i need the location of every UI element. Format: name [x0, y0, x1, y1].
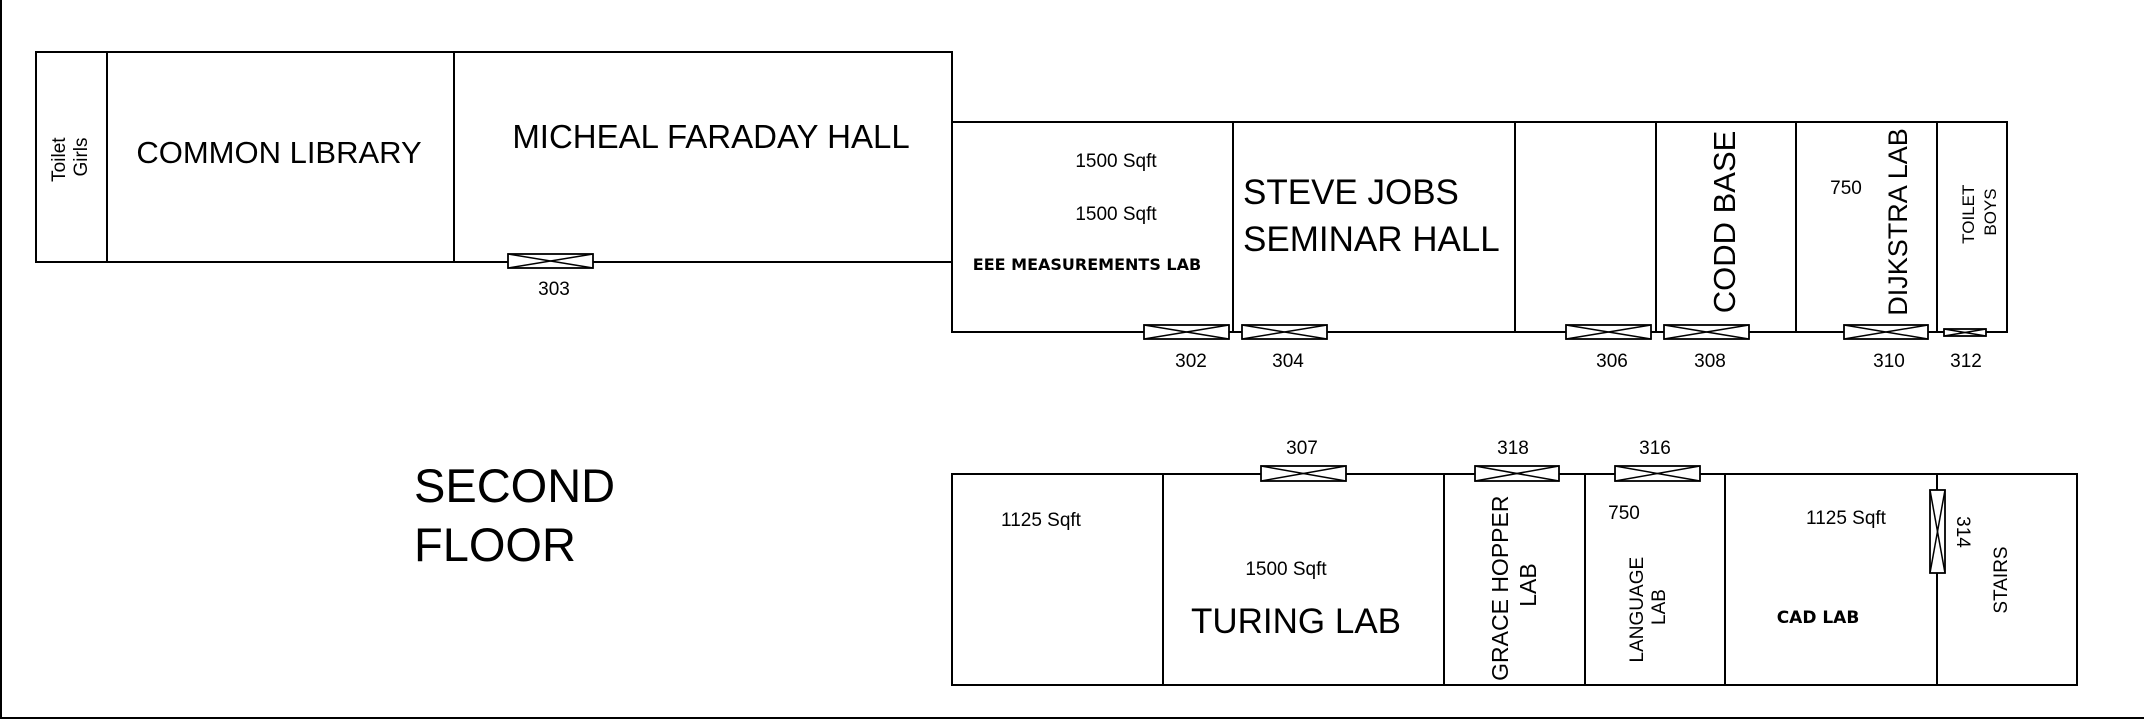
north-west-block [35, 51, 953, 263]
dijkstra-lab-area: 750 [1830, 178, 1862, 199]
svg-text:LANGUAGE LAB: LANGUAGE LAB [1627, 552, 1670, 663]
door-310-number: 310 [1873, 351, 1905, 372]
door-316 [1614, 465, 1701, 482]
door-308-number: 308 [1694, 351, 1726, 372]
door-302-number: 302 [1175, 351, 1207, 372]
grace-hopper-lab-room: GRACE HOPPER LAB [1487, 489, 1541, 681]
door-312-number: 312 [1950, 351, 1982, 372]
eee-lab-area-1: 1500 Sqft [1075, 151, 1157, 172]
faraday-hall-label: MICHEAL FARADAY HALL [512, 118, 909, 155]
language-lab-area: 750 [1608, 503, 1640, 524]
north-east-block [951, 121, 2008, 333]
door-318 [1474, 465, 1560, 482]
door-314 [1929, 489, 1946, 574]
dijkstra-lab-room: 750 DIJKSTRA LAB [1830, 128, 1913, 316]
floor-title: SECOND FLOOR [414, 459, 615, 571]
door-306-number: 306 [1596, 351, 1628, 372]
floor-title-line-1: SECOND [414, 459, 615, 512]
door-310 [1843, 324, 1929, 340]
door-303-number: 303 [538, 279, 570, 300]
grace-hopper-label-1: GRACE HOPPER [1487, 496, 1513, 681]
door-303 [507, 253, 594, 269]
south-west-room-area: 1125 Sqft [1001, 510, 1082, 531]
door-307 [1260, 465, 1347, 482]
door-312 [1943, 328, 1987, 337]
toilet-boys-room: TOILET BOYS [1959, 180, 2000, 244]
dijkstra-lab-name: DIJKSTRA LAB [1883, 128, 1913, 316]
door-308 [1663, 324, 1750, 340]
toilet-boys-label-1: TOILET [1959, 185, 1978, 244]
floor-title-line-2: FLOOR [414, 518, 576, 571]
south-block [951, 473, 2078, 686]
svg-text:GRACE HOPPER LAB: GRACE HOPPER LAB [1487, 489, 1541, 681]
eee-lab-area-2: 1500 Sqft [1075, 204, 1157, 225]
door-306 [1565, 324, 1652, 340]
turing-lab-room: 1500 Sqft TURING LAB [1191, 559, 1401, 641]
svg-text:TOILET BOYS: TOILET BOYS [1959, 180, 2000, 244]
svg-text:Toilet Girls: Toilet Girls [49, 132, 92, 182]
turing-lab-area: 1500 Sqft [1245, 559, 1327, 580]
stairs-label: STAIRS [1991, 546, 2012, 613]
cad-lab-name: CAD LAB [1777, 608, 1860, 628]
door-314-number: 314 [1952, 516, 1973, 548]
cad-lab-area: 1125 Sqft [1806, 508, 1887, 529]
toilet-girls-label-2: Girls [71, 137, 92, 176]
codd-base-label: CODD BASE [1707, 131, 1742, 314]
door-307-number: 307 [1286, 438, 1318, 459]
eee-measurements-lab-room: 1500 Sqft 1500 Sqft EEE MEASUREMENTS LAB [973, 151, 1201, 274]
toilet-girls-label-1: Toilet [49, 137, 70, 182]
door-304-number: 304 [1272, 351, 1304, 372]
door-318-number: 318 [1497, 438, 1529, 459]
turing-lab-name: TURING LAB [1191, 602, 1401, 641]
language-lab-label-2: LAB [1649, 589, 1670, 625]
language-lab-label-1: LANGUAGE [1627, 557, 1648, 663]
grace-hopper-label-2: LAB [1515, 563, 1541, 606]
door-304 [1241, 324, 1328, 340]
steve-jobs-label-1: STEVE JOBS [1243, 173, 1459, 212]
steve-jobs-label-2: SEMINAR HALL [1243, 220, 1500, 259]
toilet-boys-label-2: BOYS [1981, 188, 2000, 235]
cad-lab-room: 1125 Sqft CAD LAB [1777, 508, 1887, 628]
toilet-girls-room: Toilet Girls [49, 132, 92, 182]
common-library-label: COMMON LIBRARY [136, 135, 421, 170]
language-lab-room: 750 LANGUAGE LAB [1608, 503, 1670, 662]
door-302 [1143, 324, 1230, 340]
door-316-number: 316 [1639, 438, 1671, 459]
steve-jobs-seminar-hall-room: STEVE JOBS SEMINAR HALL [1243, 173, 1500, 259]
eee-lab-name: EEE MEASUREMENTS LAB [973, 255, 1201, 274]
